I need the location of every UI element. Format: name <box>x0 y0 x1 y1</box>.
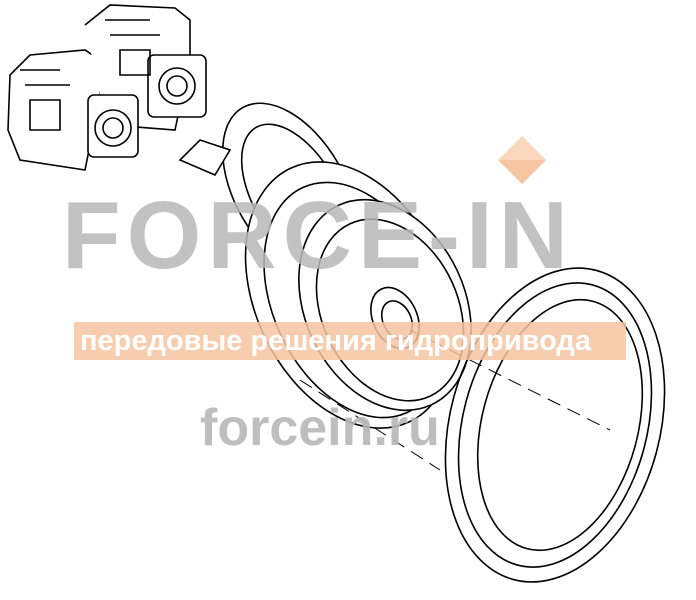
tagline-band <box>74 322 626 360</box>
tagline-watermark: передовые решения гидропривода <box>80 325 591 357</box>
brand-watermark: FORCE-IN <box>62 182 574 289</box>
hydraulic-motors <box>7 4 207 171</box>
sprocket-ring <box>444 267 666 583</box>
url-watermark: forcein.ru <box>200 399 440 457</box>
